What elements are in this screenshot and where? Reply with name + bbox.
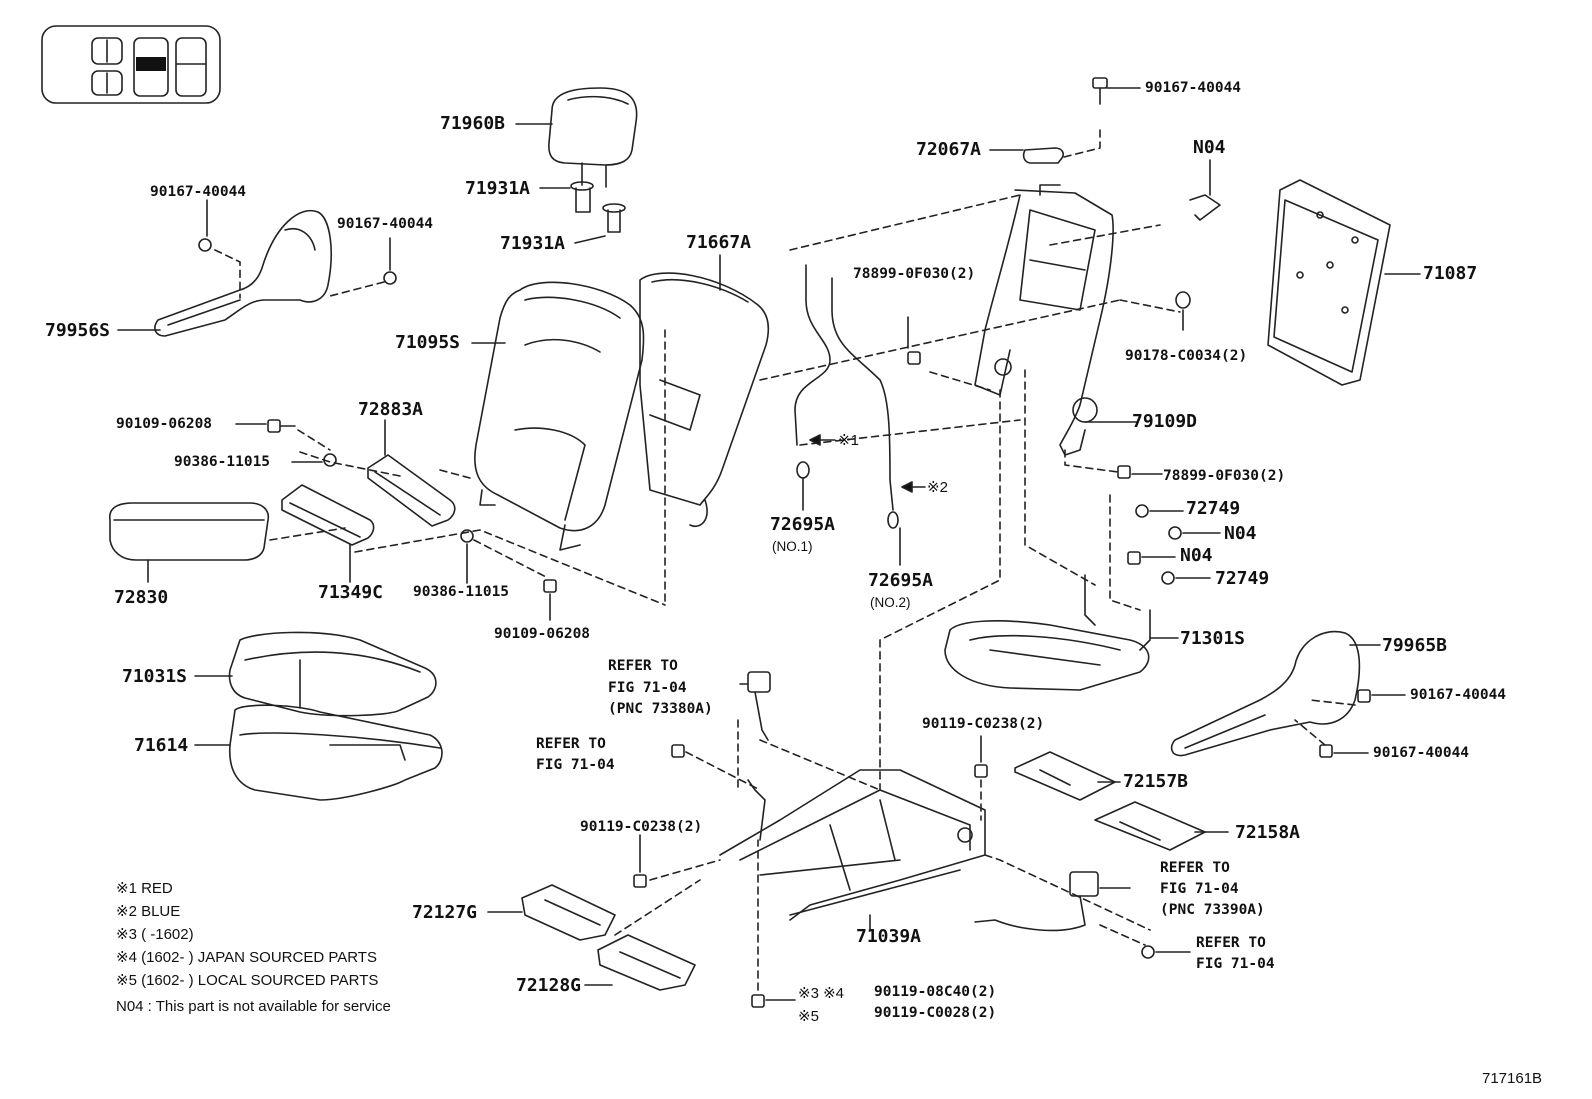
part-90119-C0028-label[interactable]: 90119-C0028(2) (874, 1005, 997, 1021)
part-90167-40044-label[interactable]: 90167-40044 (150, 184, 247, 200)
track-cover-72128G (597, 934, 696, 991)
legend-item: ※3 ( -1602) (116, 926, 194, 943)
seatbelt-buckle-lower (974, 871, 1099, 932)
part-71301S-label[interactable]: 71301S (1180, 628, 1246, 649)
part-72158A-label[interactable]: 72158A (1235, 822, 1301, 843)
headrest-drawing (548, 87, 638, 188)
seat-side-cover-right (1170, 630, 1361, 757)
part-72695A-label[interactable]: 72695A (770, 514, 836, 535)
legend-item: N04 : This part is not available for ser… (116, 998, 391, 1015)
part-72883A-label[interactable]: 72883A (358, 399, 424, 420)
mark-3-4: ※3 ※4 (798, 985, 844, 1002)
part-78899-0F030-label[interactable]: 78899-0F030(2) (1163, 468, 1286, 484)
headrest-guide-drawing (570, 181, 626, 233)
armrest-bracket-71349C (281, 484, 375, 546)
part-90386-11015-label[interactable]: 90386-11015 (174, 454, 271, 470)
legend-item: ※4 (1602- ) JAPAN SOURCED PARTS (116, 949, 377, 966)
seat-track (719, 769, 986, 921)
part-90167-40044-label[interactable]: 90167-40044 (1410, 687, 1507, 703)
part-78899-0F030-label[interactable]: 78899-0F030(2) (853, 266, 976, 282)
part-72749-label[interactable]: 72749 (1186, 498, 1241, 519)
part-72127G-label[interactable]: 72127G (412, 902, 478, 923)
cable-no2-note: (NO.2) (870, 595, 911, 610)
part-71931A-label[interactable]: 71931A (500, 233, 566, 254)
seat-side-cover-left (154, 209, 332, 337)
part-72128G-label[interactable]: 72128G (516, 975, 582, 996)
part-71031S-label[interactable]: 71031S (122, 666, 188, 687)
refer-note-73390A-line3[interactable]: (PNC 73390A) (1160, 902, 1265, 918)
part-N04-label[interactable]: N04 (1180, 545, 1213, 566)
refer-note-line2[interactable]: FIG 71-04 (1196, 956, 1275, 972)
mark-1: ※1 (838, 432, 859, 449)
part-90167-40044-label[interactable]: 90167-40044 (337, 216, 434, 232)
part-79965B-label[interactable]: 79965B (1382, 635, 1448, 656)
part-72067A-label[interactable]: 72067A (916, 139, 982, 160)
cable-no1-note: (NO.1) (772, 539, 813, 554)
part-72695A-label[interactable]: 72695A (868, 570, 934, 591)
track-cover-72158A (1094, 801, 1206, 851)
part-90167-40044-label[interactable]: 90167-40044 (1145, 80, 1242, 96)
seat-cushion-frame (944, 574, 1151, 691)
seat-locator-icon (41, 25, 221, 104)
part-71039A-label[interactable]: 71039A (856, 926, 922, 947)
part-71931A-label[interactable]: 71931A (465, 178, 531, 199)
legend-item: ※2 BLUE (116, 903, 181, 920)
part-90119-C0238-label[interactable]: 90119-C0238(2) (922, 716, 1045, 732)
legend-item: ※5 (1602- ) LOCAL SOURCED PARTS (116, 972, 379, 989)
bolts-left (267, 419, 557, 593)
part-90167-40044-label[interactable]: 90167-40044 (1373, 745, 1470, 761)
part-N04-label[interactable]: N04 (1193, 137, 1226, 158)
seatback-frame (974, 184, 1114, 456)
diagram-id: 717161B (1482, 1070, 1543, 1087)
armrest-bracket-72883A (367, 454, 456, 527)
part-90119-C0238-label[interactable]: 90119-C0238(2) (580, 819, 703, 835)
track-cover-72157B (1014, 751, 1116, 801)
part-71614-label[interactable]: 71614 (134, 735, 189, 756)
refer-note-line2[interactable]: FIG 71-04 (536, 757, 615, 773)
armrest-pad (108, 502, 270, 561)
part-90119-08C40-label[interactable]: 90119-08C40(2) (874, 984, 997, 1000)
part-72749-label[interactable]: 72749 (1215, 568, 1270, 589)
mark-2: ※2 (927, 479, 948, 496)
part-71960B-label[interactable]: 71960B (440, 113, 506, 134)
part-90178-C0034-label[interactable]: 90178-C0034(2) (1125, 348, 1248, 364)
release-cables (794, 264, 899, 529)
refer-note-73380A-line2[interactable]: FIG 71-04 (608, 680, 687, 696)
part-71087-label[interactable]: 71087 (1423, 263, 1478, 284)
part-79956S-label[interactable]: 79956S (45, 320, 111, 341)
refer-note-73390A-line2[interactable]: FIG 71-04 (1160, 881, 1239, 897)
seatback-frame-cover (639, 272, 770, 527)
part-90386-11015-label[interactable]: 90386-11015 (413, 584, 510, 600)
part-71349C-label[interactable]: 71349C (318, 582, 384, 603)
part-72830-label[interactable]: 72830 (114, 587, 169, 608)
seatback-board (1267, 179, 1391, 386)
track-cover-72127G (521, 884, 616, 941)
refer-note-73380A-line1[interactable]: REFER TO (608, 658, 678, 674)
part-79109D-label[interactable]: 79109D (1132, 411, 1198, 432)
mark-5: ※5 (798, 1008, 819, 1025)
part-N04-label[interactable]: N04 (1224, 523, 1257, 544)
legend-item: ※1 RED (116, 880, 173, 897)
part-71667A-label[interactable]: 71667A (686, 232, 752, 253)
seat-cushion-cover (228, 631, 437, 717)
part-90109-06208-label[interactable]: 90109-06208 (116, 416, 213, 432)
refer-note-73390A-line1[interactable]: REFER TO (1160, 860, 1230, 876)
headrest-lock-pad (1022, 147, 1064, 164)
refer-note-73380A-line3[interactable]: (PNC 73380A) (608, 701, 713, 717)
part-90109-06208-label[interactable]: 90109-06208 (494, 626, 591, 642)
refer-note-line1[interactable]: REFER TO (536, 736, 606, 752)
seat-cushion-pad (229, 704, 443, 801)
seatbelt-buckle-upper (747, 671, 771, 741)
part-71095S-label[interactable]: 71095S (395, 332, 461, 353)
refer-note-line1[interactable]: REFER TO (1196, 935, 1266, 951)
seatback-cushion (474, 281, 645, 551)
part-72157B-label[interactable]: 72157B (1123, 771, 1189, 792)
